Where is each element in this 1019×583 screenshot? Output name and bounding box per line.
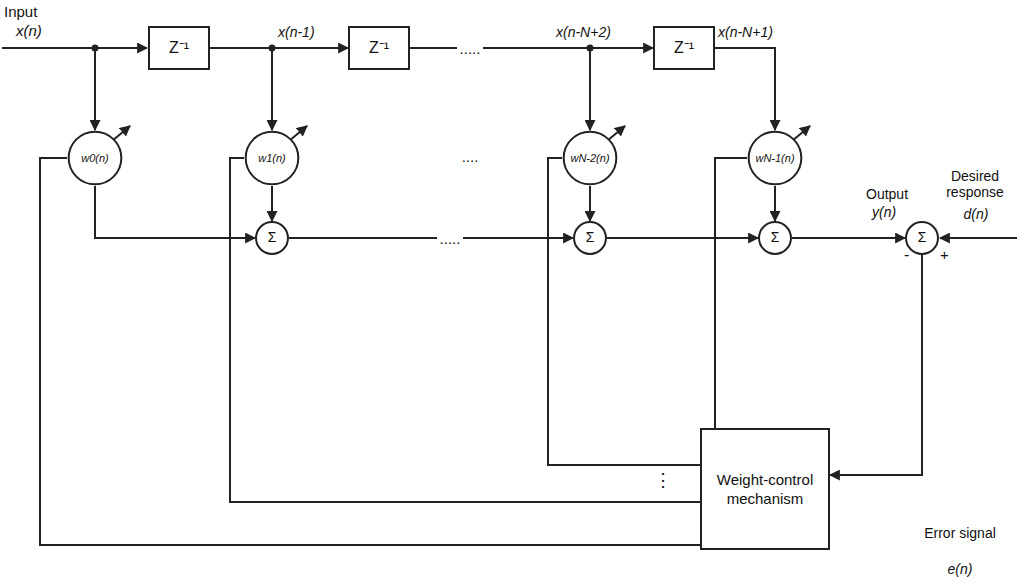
adjust-arrow: [289, 126, 307, 141]
delay-box: Z⁻¹: [653, 26, 715, 70]
signal-line: [210, 48, 272, 130]
node-text: wN-2(n): [570, 152, 609, 164]
node-text: Σ: [268, 230, 277, 245]
signal-line: [792, 237, 905, 239]
node-text: w1(n): [258, 152, 286, 164]
tap-wire: [94, 48, 96, 130]
sum-circle: Σ: [255, 221, 289, 255]
signal-name: d(n): [964, 206, 989, 222]
adjust-arrow: [607, 126, 625, 141]
weight-circle: wN-2(n): [562, 130, 618, 186]
adjust-arrow: [792, 126, 810, 141]
signal-line: [589, 186, 591, 221]
signal-name: e(n): [948, 561, 973, 577]
signal-name: x(n): [16, 22, 42, 39]
desired-wire: [940, 237, 1017, 239]
annotation-label: Output: [866, 186, 908, 202]
signal-line: [289, 237, 573, 239]
weight-circle: wN-1(n): [747, 130, 803, 186]
node-text: Weight-control mechanism: [707, 470, 823, 509]
annotation-label: .....: [457, 40, 484, 57]
signal-line: [830, 255, 922, 475]
node-text: Z⁻¹: [169, 39, 189, 57]
signal-line: [40, 158, 700, 545]
signal-name: x(n-1): [278, 24, 315, 40]
signal-name: x(n-N+1): [718, 24, 773, 40]
weight-circle: w1(n): [244, 130, 300, 186]
node-text: Z⁻¹: [674, 39, 694, 57]
signal-name: x(n-N+2): [556, 24, 611, 40]
input-wire: [2, 47, 147, 49]
signal-line: [774, 186, 776, 221]
signal-line: [410, 48, 590, 130]
junction-dot: [92, 45, 99, 52]
node-text: w0(n): [81, 152, 109, 164]
signal-line: [271, 186, 273, 221]
node-text: Σ: [771, 230, 780, 245]
node-text: wN-1(n): [755, 152, 794, 164]
node-text: Σ: [586, 230, 595, 245]
node-text: Z⁻¹: [369, 39, 389, 57]
annotation-label: Input: [4, 3, 37, 20]
weight-circle: w0(n): [67, 130, 123, 186]
delay-box: Z⁻¹: [148, 26, 210, 70]
sum-circle: Σ: [758, 221, 792, 255]
annotation-label: Desired response: [935, 168, 1015, 200]
sum-circle: Σ: [573, 221, 607, 255]
annotation-label: .....: [437, 230, 464, 247]
signal-line: [548, 158, 700, 465]
control-box: Weight-control mechanism: [700, 428, 830, 550]
annotation-label: Error signal: [920, 525, 1000, 541]
annotation-label: -: [904, 246, 909, 264]
signal-line: [715, 158, 747, 428]
annotation-label: ....: [462, 148, 479, 165]
signal-name: y(n): [872, 204, 896, 220]
adjust-arrow: [112, 126, 130, 141]
node-text: Σ: [918, 230, 927, 245]
delay-box: Z⁻¹: [348, 26, 410, 70]
annotation-label: +: [940, 246, 949, 263]
annotation-label: ⋮: [654, 470, 672, 491]
sum-circle: Σ: [905, 221, 939, 255]
signal-line: [715, 48, 775, 130]
signal-line: [230, 158, 700, 502]
signal-line: [607, 237, 758, 239]
